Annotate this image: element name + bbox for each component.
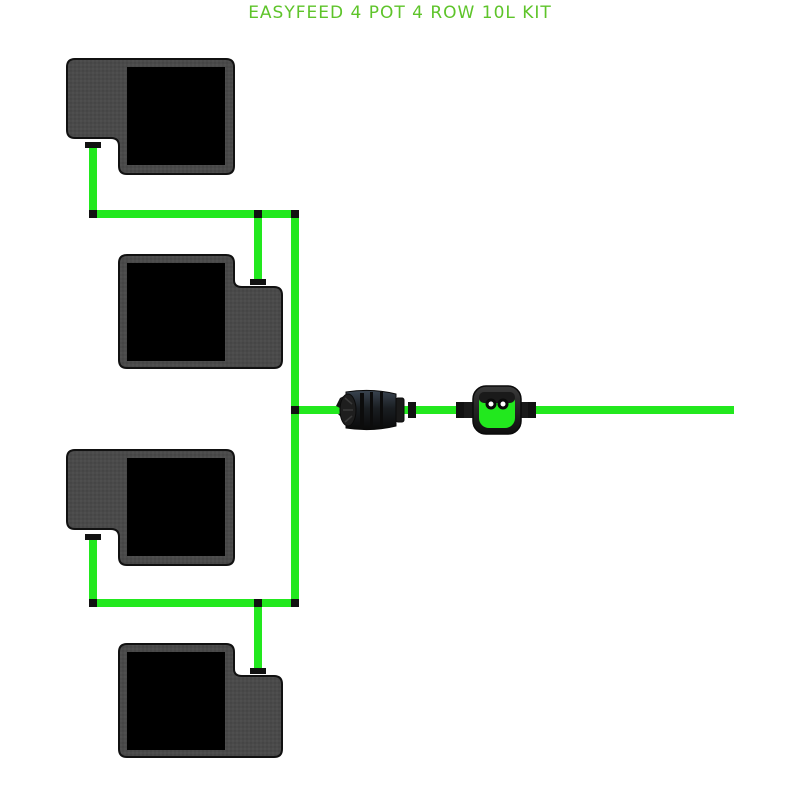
pipe-connector-icon <box>85 534 101 540</box>
pipe-pot-1-vertical <box>89 142 97 214</box>
pipe-pot-4-vertical <box>254 599 262 674</box>
pot-4 <box>118 643 283 758</box>
pipe-connector-icon <box>528 402 536 418</box>
pot-1 <box>66 58 235 175</box>
pipe-connector-icon <box>291 406 299 414</box>
pot-3-soil <box>127 458 225 556</box>
pipe-connector-icon <box>254 599 262 607</box>
pipe-connector-icon <box>408 402 416 418</box>
pipe-connector-icon <box>291 210 299 218</box>
pipe-connector-icon <box>254 210 262 218</box>
connectors <box>85 142 536 674</box>
pipe-trunk-to-filter <box>291 406 346 414</box>
pipe-pot-2-vertical <box>254 210 262 285</box>
pot-1-soil <box>127 67 225 165</box>
inline-filter-icon <box>336 389 405 431</box>
pot-2-soil <box>127 263 225 361</box>
pot-2 <box>118 254 283 369</box>
pipe-connector-icon <box>250 279 266 285</box>
pipe-top-branch <box>89 210 299 218</box>
pot-4-soil <box>127 652 225 750</box>
pot-3 <box>66 449 235 566</box>
flow-valve-icon <box>464 385 528 435</box>
pipe-connector-icon <box>291 599 299 607</box>
diagram-title: EASYFEED 4 POT 4 ROW 10L KIT <box>248 3 552 23</box>
pipe-connector-icon <box>85 142 101 148</box>
pipe-connector-icon <box>89 210 97 218</box>
pipe-bottom-branch <box>89 599 299 607</box>
pipe-connector-icon <box>456 402 464 418</box>
pipe-connector-icon <box>250 668 266 674</box>
pipe-pot-3-vertical <box>89 534 97 607</box>
pipe-filter-to-valve <box>402 406 474 414</box>
pipe-connector-icon <box>89 599 97 607</box>
pipe-supply-line <box>528 406 734 414</box>
